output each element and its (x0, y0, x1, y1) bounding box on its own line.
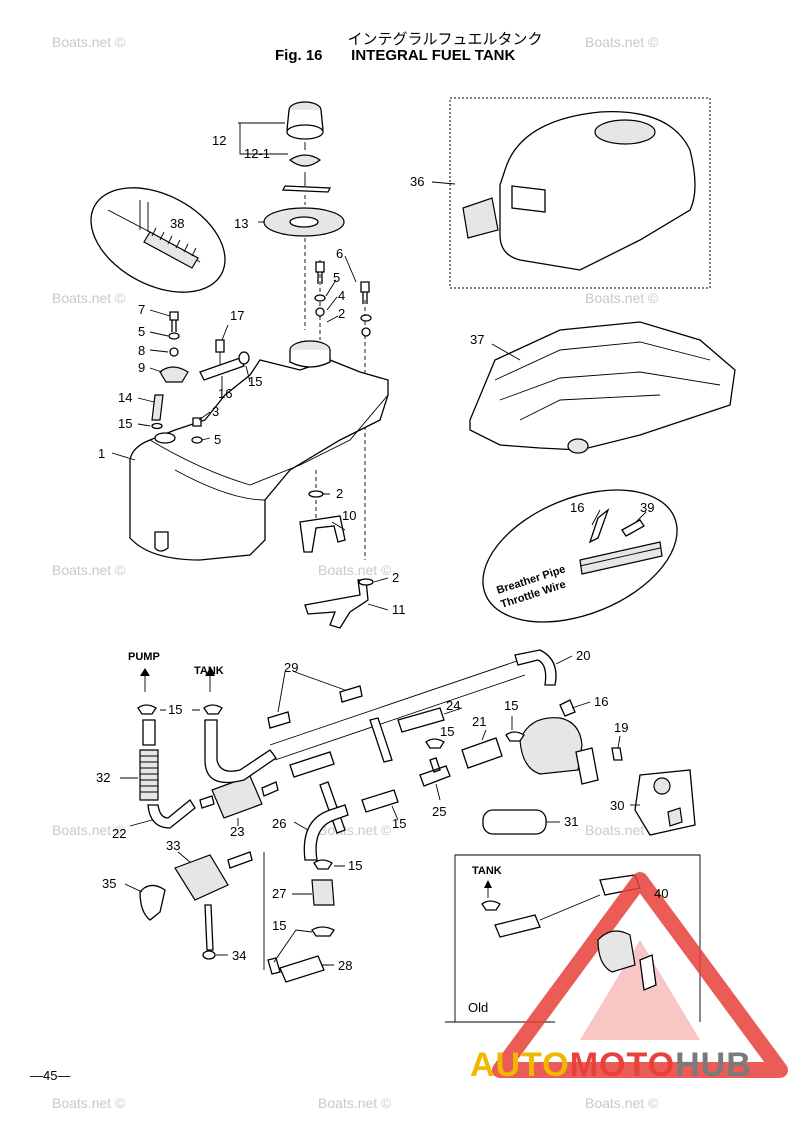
detail-ellipse-breather (482, 489, 678, 623)
callout-17: 17 (230, 308, 244, 323)
engine-cover-36 (499, 111, 696, 271)
automotohub-wordmark: AUTOMOTOHUB (470, 1046, 752, 1084)
label-tank: TANK (194, 665, 224, 677)
callout-33: 33 (166, 838, 180, 853)
callout-23: 23 (230, 824, 244, 839)
spring-part-38 (143, 231, 199, 269)
watermark: Boats.net © (585, 1095, 659, 1111)
cover-dashed-box (449, 97, 711, 289)
callout-1: 1 (98, 446, 105, 461)
watermark: Boats.net © (585, 34, 659, 50)
callout-24: 24 (446, 698, 460, 713)
callout-39: 39 (640, 500, 654, 515)
callout-16: 16 (218, 386, 232, 401)
page-number: —45— (30, 1068, 71, 1083)
check-valve-27 (311, 879, 335, 906)
callout-4: 4 (338, 288, 345, 303)
callout-20: 20 (576, 648, 590, 663)
watermark: Boats.net © (52, 822, 126, 838)
callout-40: 40 (654, 886, 668, 901)
label-31 (482, 809, 547, 835)
figure-heading: Fig. 16 INTEGRAL FUEL TANK (275, 47, 515, 64)
figure-title: INTEGRAL FUEL TANK (351, 47, 516, 64)
watermark: Boats.net © (52, 34, 126, 50)
callout-27: 27 (272, 886, 286, 901)
cap-gasket (288, 154, 322, 167)
callout-16: 16 (570, 500, 584, 515)
callout-14: 14 (118, 390, 132, 405)
watermark: Boats.net © (585, 822, 659, 838)
callout-5: 5 (214, 432, 221, 447)
watermark: Boats.net © (52, 562, 126, 578)
callout-8: 8 (138, 343, 145, 358)
callout-26: 26 (272, 816, 286, 831)
watermark: Boats.net © (318, 562, 392, 578)
callout-15: 15 (272, 918, 286, 933)
callout-5: 5 (138, 324, 145, 339)
callout-29: 29 (284, 660, 298, 675)
callout-15: 15 (168, 702, 182, 717)
callout-15: 15 (440, 724, 454, 739)
title-japanese: インテグラルフュエルタンク (347, 30, 543, 48)
callout-2: 2 (336, 486, 343, 501)
callout-6: 6 (336, 246, 343, 261)
callout-15: 15 (504, 698, 518, 713)
callout-30: 30 (610, 798, 624, 813)
watermark: Boats.net © (585, 290, 659, 306)
callout-11: 11 (392, 602, 406, 617)
fuel-cock-old (597, 930, 636, 973)
callout-9: 9 (138, 360, 145, 375)
callout-2: 2 (338, 306, 345, 321)
callout-12-1: 12-1 (244, 146, 270, 161)
callout-15: 15 (118, 416, 132, 431)
callout-12: 12 (212, 133, 226, 148)
callout-2: 2 (392, 570, 399, 585)
callout-25: 25 (432, 804, 446, 819)
callout-37: 37 (470, 332, 484, 347)
callout-32: 32 (96, 770, 110, 785)
callout-15: 15 (348, 858, 362, 873)
label-tank-old: TANK (472, 865, 502, 877)
callout-10: 10 (342, 508, 356, 523)
fuel-pump-33 (174, 854, 229, 901)
callout-34: 34 (232, 948, 246, 963)
watermark: Boats.net © (52, 290, 126, 306)
bracket-11 (304, 579, 369, 629)
figure-number: Fig. 16 (275, 47, 323, 64)
watermark: Boats.net © (52, 1095, 126, 1111)
callout-15: 15 (392, 816, 406, 831)
callout-21: 21 (472, 714, 486, 729)
lower-cover-37 (469, 321, 736, 451)
callout-35: 35 (102, 876, 116, 891)
callout-15: 15 (248, 374, 262, 389)
fuel-cock-18 (519, 717, 583, 775)
callout-3: 3 (212, 404, 219, 419)
bracket-10 (299, 515, 346, 553)
label-old: Old (468, 1000, 488, 1015)
callout-13: 13 (234, 216, 248, 231)
callout-19: 19 (614, 720, 628, 735)
callout-22: 22 (112, 826, 126, 841)
callout-18: 16 (594, 694, 608, 709)
callout-38: 38 (170, 216, 184, 231)
corrugated-hose-32 (139, 749, 159, 801)
label-pump: PUMP (128, 651, 160, 663)
watermark: Boats.net © (318, 1095, 392, 1111)
fuel-tank-body (129, 359, 389, 561)
automotohub-triangle-logo (492, 872, 788, 1078)
callout-7: 7 (138, 302, 145, 317)
callout-36: 36 (410, 174, 424, 189)
callout-5: 5 (333, 270, 340, 285)
callout-31: 31 (564, 814, 578, 829)
callout-28: 28 (338, 958, 352, 973)
breather-hose (151, 394, 164, 421)
